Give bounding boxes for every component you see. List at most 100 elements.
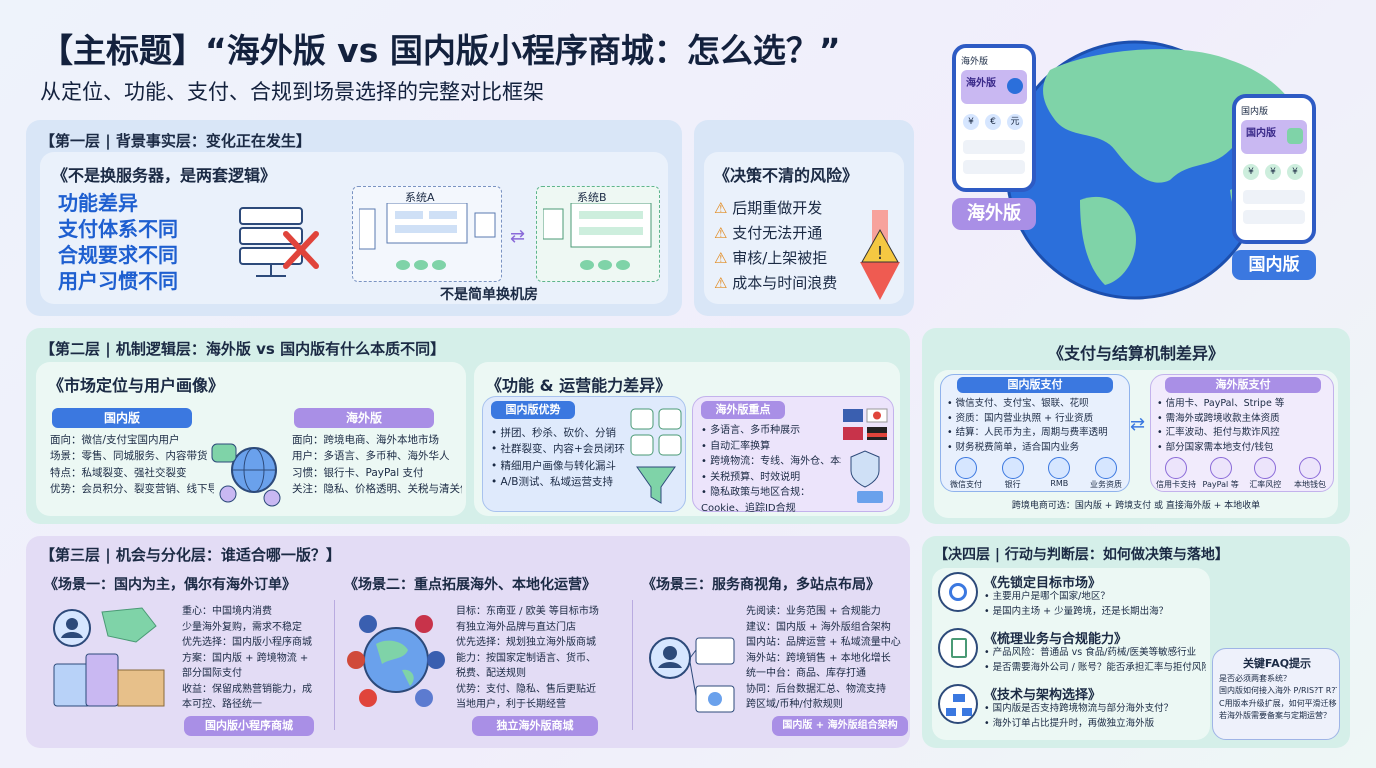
server-error-icon	[236, 202, 326, 282]
target-icon	[938, 572, 978, 612]
svg-text:!: !	[876, 243, 883, 264]
phone-banner: 海外版	[961, 70, 1027, 104]
phone-banner-label: 国内版	[1246, 128, 1276, 139]
hero-illustration	[930, 30, 1360, 300]
scenario-3: 《场景三：服务商视角，多站点布局》 先阅读：业务范围 + 合规能力 建议：国内版…	[638, 570, 908, 742]
placeholder-card	[1243, 210, 1305, 224]
logic-title: 《不是换服务器，是两套逻辑》	[52, 166, 277, 185]
currency-icon: ¥	[1265, 164, 1281, 180]
compare-arrow-icon: ⇄	[1130, 414, 1146, 435]
globe-flags-icon	[346, 604, 446, 714]
layer1-panel: 【第一层 | 背景事实层：变化正在发生】 《不是换服务器，是两套逻辑》 功能差异…	[26, 120, 682, 316]
layer2-panel: 【第二层 | 机制逻辑层：海外版 vs 国内版有什么本质不同】 《市场定位与用户…	[26, 328, 910, 524]
system-b-diagram: 系统B	[536, 186, 660, 282]
faq-line: 是否必须两套系统？	[1219, 674, 1291, 683]
payment-domestic-tag: 国内版支付	[957, 377, 1113, 393]
phone-banner-label: 海外版	[966, 78, 996, 89]
phone-bar: 海外版	[961, 57, 989, 67]
payment-line: • 结算：人民币为主，周期与费率透明	[947, 427, 1108, 439]
risk-card: 《决策不清的风险》 ⚠ 后期重做开发 ⚠ 支付无法开通 ⚠ 审核/上架被拒 ⚠ …	[704, 152, 904, 304]
faq-lines: 是否必须两套系统？ 国内版如何接入海外 P/RIS?T R?T C用版本升级扩展…	[1219, 673, 1337, 723]
currency-icon: ¥	[1287, 164, 1303, 180]
logic-item: 支付体系不同	[58, 217, 178, 241]
bank-icon	[1001, 457, 1024, 479]
risk-item: ⚠ 后期重做开发	[714, 199, 823, 217]
flow-step: 银行	[992, 457, 1034, 490]
wechat-pay-icon	[955, 457, 977, 479]
scenario-line: 重心：中国境内消费	[182, 606, 272, 617]
step-title: 《技术与架构选择》	[984, 688, 1102, 703]
scenario-line: 先阅读：业务范围 + 合规能力	[746, 606, 881, 617]
payment-domestic-list: • 微信支付、支付宝、银联、花呗 • 资质：国内营业执照 + 行业资质 • 结算…	[947, 397, 1127, 456]
step-line: • 海外订单占比提升时，再做独立海外版	[984, 717, 1155, 729]
scenario-line: 当地用户，利于长期经营	[456, 699, 566, 710]
scenario-lines: 目标：东南亚 / 欧美 等目标市场 有独立海外品牌与直达门店 优先选择：规划独立…	[456, 604, 628, 713]
payment-title: 《支付与结算机制差异》	[1047, 344, 1224, 363]
down-risk-icon: !	[860, 210, 900, 302]
warning-icon: ⚠	[714, 274, 728, 292]
risk-item: ⚠ 审核/上架被拒	[714, 249, 828, 267]
market-line: 优势：会员积分、裂变营销、线下导流	[50, 482, 214, 495]
flow-step: 汇率风控	[1244, 457, 1286, 490]
payment-card: 国内版支付 • 微信支付、支付宝、银联、花呗 • 资质：国内营业执照 + 行业资…	[934, 370, 1338, 518]
function-line: • 关税预算、时效说明	[701, 471, 801, 483]
step-line: • 是否需要海外公司 / 账号？能否承担汇率与拒付风险？	[984, 661, 1206, 673]
market-line: 关注：隐私、价格透明、关税与清关信息	[292, 482, 462, 495]
flow-step: 业务资质	[1085, 457, 1127, 490]
domestic-tag: 国内版	[52, 408, 192, 428]
divider	[632, 600, 633, 730]
logic-list: 功能差异 支付体系不同 合规要求不同 用户习惯不同	[58, 190, 178, 294]
scenario-line: 优先选择：规划独立海外版商城	[456, 637, 596, 648]
credit-card-icon	[1165, 457, 1187, 479]
market-card: 《市场定位与用户画像》 国内版 面向：微信/支付宝国内用户 场景：零售、同城服务…	[36, 362, 466, 516]
phone-bar: 国内版	[1241, 107, 1269, 117]
scenario-line: 统一中台：商品、库存打通	[746, 668, 866, 679]
currency-icon: ¥	[963, 114, 979, 130]
payment-domestic-flow: 微信支付 银行 RMB 业务资质	[945, 457, 1127, 490]
scenario-line: 优势：支付、隐私、售后更贴近	[456, 683, 596, 695]
payment-line: • 资质：国内营业执照 + 行业资质	[947, 412, 1094, 424]
paypal-icon	[1209, 457, 1232, 479]
scenario-title: 《场景三：服务商视角，多站点布局》	[642, 577, 880, 593]
exchange-icon	[1254, 457, 1277, 479]
function-line: • 跨境物流：专线、海外仓、本地快递	[701, 456, 841, 467]
placeholder-card	[963, 140, 1025, 154]
faq-line: 国内版如何接入海外 P/RIS?T R?T	[1219, 686, 1337, 696]
warning-icon: ⚠	[714, 224, 728, 242]
market-title: 《市场定位与用户画像》	[48, 376, 225, 395]
layer2-title: 【第二层 | 机制逻辑层：海外版 vs 国内版有什么本质不同】	[40, 340, 446, 358]
system-a-label: 系统A	[405, 191, 435, 204]
logic-item: 功能差异	[58, 191, 138, 215]
scenario-line: 建议：国内版 + 海外版组合架构	[746, 621, 891, 633]
payment-overseas-tag: 海外版支付	[1165, 377, 1321, 393]
china-map-icon	[1287, 128, 1303, 144]
shopping-china-icon	[46, 602, 176, 712]
function-line: • 隐私政策与地区合规：	[701, 487, 811, 498]
payment-line: • 需海外或跨境收款主体资质	[1157, 412, 1280, 424]
flow-step: 信用卡支持	[1155, 457, 1197, 490]
service-provider-icon	[646, 634, 738, 724]
step-lines: • 主要用户是哪个国家/地区？ • 是国内主场 + 少量跨境，还是长期出海？	[984, 590, 1206, 619]
scenario-tag: 独立海外版商城	[472, 716, 598, 736]
scenario-1: 《场景一：国内为主，偶尔有海外订单》 重心：中国境内消费 少量海外复购，需求不稳…	[36, 570, 332, 742]
scenario-line: 海外站：跨境销售 + 本地化增长	[746, 652, 891, 664]
globe-icon	[1007, 78, 1023, 94]
scenario-2: 《场景二：重点拓展海外、本地化运营》 目标：东南亚 / 欧美 等目标市场 有独立…	[340, 570, 630, 742]
flow-step: RMB	[1038, 457, 1080, 490]
warning-icon: ⚠	[714, 199, 728, 217]
scenario-line: 部分国际支付	[182, 668, 242, 679]
market-overseas-list: 面向：跨境电商、海外本地市场 用户：多语言、多币种、海外华人 习惯：银行卡、Pa…	[292, 432, 462, 497]
market-line: 面向：微信/支付宝国内用户	[50, 434, 180, 446]
payment-line: • 汇率波动、拒付与欺诈风控	[1157, 427, 1280, 439]
faq-line: 若海外版需要备案与定期运营？	[1219, 711, 1331, 721]
risk-item: ⚠ 支付无法开通	[714, 224, 823, 242]
function-line: • 拼团、秒杀、砍价、分销	[491, 427, 617, 439]
risk-list: ⚠ 后期重做开发 ⚠ 支付无法开通 ⚠ 审核/上架被拒 ⚠ 成本与时间浪费	[714, 196, 837, 296]
function-line: Cookie、追踪ID合规	[701, 502, 796, 514]
market-line: 习惯：银行卡、PayPal 支付	[292, 466, 424, 479]
scenario-title: 《场景二：重点拓展海外、本地化运营》	[344, 577, 596, 593]
system-b-label: 系统B	[577, 191, 607, 204]
function-line: • 多语言、多币种展示	[701, 425, 801, 436]
warning-icon: ⚠	[714, 249, 728, 267]
payment-overseas-flow: 信用卡支持 PayPal 等 汇率风控 本地钱包	[1155, 457, 1331, 490]
